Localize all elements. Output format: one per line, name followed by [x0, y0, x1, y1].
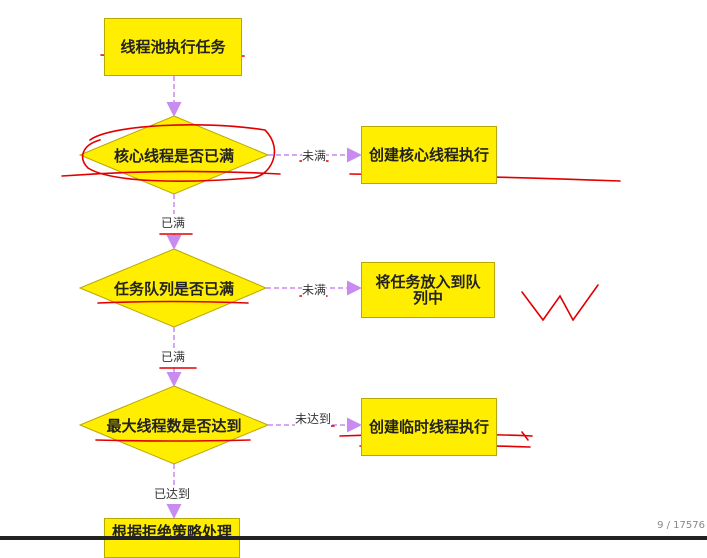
decision-core-full-label: 核心线程是否已满: [113, 147, 234, 165]
page-counter: 9 / 17576: [657, 520, 705, 531]
node-create-temp-thread: 创建临时线程执行: [361, 398, 497, 456]
edge-label-core-not-full: 未满: [302, 147, 327, 164]
node-create-core-thread: 创建核心线程执行: [361, 126, 497, 184]
edge-label-queue-not-full: 未满: [302, 281, 327, 298]
edge-label-max-not-reached: 未达到: [295, 410, 332, 427]
edge-label-max-reached: 已达到: [154, 485, 191, 502]
node-start: 线程池执行任务: [104, 18, 242, 76]
node-enqueue-task: 将任务放入到队列中: [361, 262, 495, 318]
red-annotations: [61, 54, 621, 448]
edge-label-core-full: 已满: [161, 214, 186, 231]
edge-label-queue-full: 已满: [161, 348, 186, 365]
decision-queue-full-label: 任务队列是否已满: [113, 280, 234, 298]
bottom-bar: [0, 536, 707, 540]
flowchart-canvas: [61, 54, 621, 519]
decision-max-reached-label: 最大线程数是否达到: [106, 417, 242, 435]
